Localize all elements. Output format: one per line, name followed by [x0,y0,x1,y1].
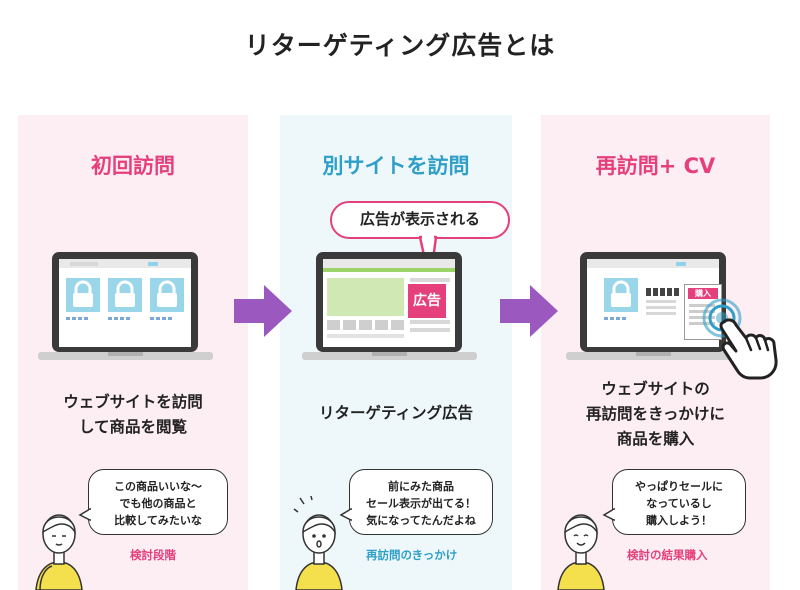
thought-bubble: 前にみた商品 セール表示が出てる！ 気になってたんだよね [349,469,493,535]
desc-line: リターゲティング広告 [318,404,474,422]
hand-pointer-icon [702,298,778,380]
panel-description: ウェブサイトを訪問 して商品を閲覧 [18,390,248,440]
person-icon [293,495,343,590]
desc-line: ウェブサイトを訪問 [63,393,203,411]
bubble-line: やっぱりセールに [635,480,723,493]
thought-bubble: この商品いいな〜 でも他の商品と 比較してみたいな [88,469,228,535]
bubble-line: 購入しよう！ [646,514,712,527]
panel-description: ウェブサイトの 再訪問をきっかけに 商品を購入 [541,377,770,452]
laptop-icon [38,252,213,360]
thought-bubble: やっぱりセールに なっているし 購入しよう！ [612,469,746,535]
page-title: リターゲティング広告とは [244,31,556,60]
bubble-line: 前にみた商品 [388,480,454,493]
panel-heading: 別サイトを訪問 [322,154,470,178]
ad-banner: 広告 [408,284,446,318]
arrow-right-icon [234,285,292,337]
desc-line: ウェブサイトの [601,380,710,398]
panel-heading: 初回訪問 [91,154,175,178]
bubble-line: 比較してみたいな [114,514,202,527]
person-icon [35,514,83,590]
bubble-tail [602,507,617,522]
stage-label: 検討の結果購入 [627,548,708,562]
lock-icon [108,278,142,320]
panel-heading: 再訪問+ CV [595,154,716,178]
panel-description: リターゲティング広告 [280,401,512,426]
lock-icon [66,278,100,320]
stage-label: 検討段階 [130,548,176,562]
buy-button: 購入 [688,288,718,299]
arrow-right-icon [500,285,558,337]
ad-callout: 広告が表示される [330,201,510,239]
bubble-line: この商品いいな〜 [114,480,202,493]
bubble-tail [339,507,354,522]
stage-label: 再訪問のきっかけ [366,548,458,562]
lock-icon [150,278,184,320]
bubble-line: なっているし [646,497,712,510]
desc-line: して商品を閲覧 [78,418,188,436]
bubble-line: 気になってたんだよね [366,514,476,527]
bubble-tail [78,507,93,522]
desc-line: 再訪問をきっかけに [586,405,725,423]
laptop-icon [302,252,477,360]
lock-icon [604,278,638,320]
product-card: 購入 [684,284,722,340]
desc-line: 商品を購入 [616,430,695,448]
bubble-line: でも他の商品と [119,497,197,510]
bubble-line: セール表示が出てる！ [366,497,476,510]
person-icon [557,514,605,590]
